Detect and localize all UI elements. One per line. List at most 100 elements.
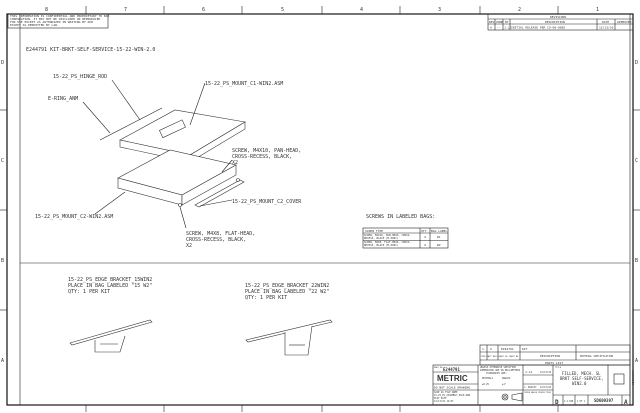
drawing-text: BRKT SELF-SERVICE, xyxy=(560,376,603,381)
drawing-text: E244791 xyxy=(501,347,514,351)
drawing-text: PART NO xyxy=(434,366,443,369)
bracket-22win2: 15-22_PS_EDGE_BRACKET_22WIN2 PLACE IN BA… xyxy=(245,283,333,356)
parts-list: 1 2 E244791 KIT ITEM NO QTY REQ'D PART O… xyxy=(479,344,631,366)
drawing-text: WIN2.0 xyxy=(572,381,587,386)
revision-letter: A xyxy=(624,399,628,406)
drawing-text: 1:1.500 xyxy=(564,400,574,403)
callout-screw-pan: SCREW, M4X10, PAN-HEAD, CROSS-RECESS, BL… xyxy=(232,148,301,166)
drawing-text: 15-22_PS_ASSEMBLY_PACK.DRW xyxy=(434,394,471,397)
zone-a: A xyxy=(1,358,4,364)
drawing-text: 2 xyxy=(490,347,492,351)
drawing-text: QTY: 1 PER KIT xyxy=(245,295,287,301)
callout-screw-flat: SCREW, M4X8, FLAT-HEAD, CROSS-RECESS, BL… xyxy=(186,231,255,249)
drawing-text: -- xyxy=(497,26,501,30)
drawing-text: MATERIAL SPECIFICATION xyxy=(580,354,614,358)
drawing-text: PARTS LIST xyxy=(545,361,563,365)
zone-5: 5 xyxy=(281,7,284,13)
drawing-text: 12/13/10 14:03 xyxy=(434,400,454,403)
drawing-text: SAVE AS FILE NAME xyxy=(434,391,458,394)
drawing-text: THIS INFORMATION IS CONFIDENTIAL AND PRO… xyxy=(10,14,110,18)
zone-d: D xyxy=(1,60,4,66)
callout-mount-c2-cover: 15-22_PS_MOUNT_C2_COVER xyxy=(232,199,302,205)
drawing-text: 4 xyxy=(424,235,426,239)
drawing-text: D xyxy=(555,399,559,406)
drawing-text: J.LI xyxy=(525,370,532,374)
title-block: PART NO E244791 METRIC DO NOT SCALE DRAW… xyxy=(432,364,635,406)
zone-2: 2 xyxy=(518,7,521,13)
drawing-text: BAG LABEL xyxy=(431,229,447,233)
zone-d-right: D xyxy=(635,60,638,66)
drawing-text: DESCRIPTION xyxy=(540,354,560,358)
hinge-rod xyxy=(99,107,163,141)
inner-border xyxy=(19,13,631,406)
drawing-text: DATE xyxy=(602,20,609,24)
drawing-text: ANGLES xyxy=(502,377,511,380)
mount-c2-cover xyxy=(194,179,245,208)
callout-mount-c1: 15-22_PS_MOUNT_C1-WIN2.ASM xyxy=(205,81,283,87)
zone-8: 8 xyxy=(45,7,48,13)
drawing-text: DECIMALS xyxy=(482,377,494,380)
drawing-text: CROSS-RECESS, BLACK, xyxy=(232,154,292,160)
zone-c-right: C xyxy=(635,158,638,164)
drawing-text: TITLE xyxy=(555,367,562,369)
zone-c: C xyxy=(1,158,4,164)
drawing-text: ±0.25 xyxy=(482,383,490,386)
part-number: E244791 xyxy=(443,367,460,372)
drawing-text: UNLESS OTHERWISE SPECIFIED xyxy=(480,366,517,369)
projection-symbol-icon xyxy=(501,392,523,402)
rev-row: A xyxy=(490,26,492,30)
exploded-assembly-view xyxy=(82,79,246,229)
drawing-text: ±1° xyxy=(502,383,507,386)
zone-b: B xyxy=(1,258,4,264)
drawing-text: SCREW, M4X10, PAN-HEAD, xyxy=(232,148,301,154)
drawing-text: 1 OF 1 xyxy=(577,400,586,403)
drawing-text: PART OR IDENT NO xyxy=(499,355,519,358)
drawing-text: SCREW, M4X8, FLAT-HEAD, xyxy=(186,231,255,237)
callout-hinge-rod: 15-22_PS_HINGE_ROD xyxy=(53,74,107,80)
zone-b-right: B xyxy=(635,258,638,264)
callout-mount-c2: 15-22_PS_MOUNT_C2-WIN2.ASM xyxy=(35,214,113,220)
drawing-text: PLACE IN BAG LABELED "15 W2" xyxy=(68,283,152,289)
zone-markers: 8 7 6 5 4 3 2 1 D C B A D C B A xyxy=(0,6,640,412)
drawing-text: DO NOT SCALE DRAWING xyxy=(434,386,470,390)
drawing-text: BY xyxy=(505,20,509,24)
drawing-text: #2 xyxy=(437,243,441,247)
drawing-text: FOR USE EXCEPT AS AUTHORIZED IN WRITING … xyxy=(10,20,93,24)
drawing-text: J.LI xyxy=(504,26,511,30)
drawing-text: DIMENSIONS ARE IN MILLIMETERS xyxy=(480,369,521,372)
drawing-text: QTY REQ'D xyxy=(488,356,500,358)
drawing-text: 12/13/10 xyxy=(540,386,552,389)
proprietary-note: THIS INFORMATION IS CONFIDENTIAL AND PRO… xyxy=(7,13,110,29)
callout-ering: E-RING_ANM xyxy=(48,96,78,102)
drawing-text: CORPORATION. IT MAY NOT BE DISCLOSED OR … xyxy=(10,17,101,21)
drawing-text: KIT xyxy=(522,347,528,351)
drawing-text: SCREW TYPE xyxy=(365,229,383,233)
drawing-text: CROSS-RECESS, BLACK, xyxy=(186,237,246,243)
drawing-text: QTY: 1 PER KIT xyxy=(68,289,110,295)
drawing-text: TOLERANCES ARE: xyxy=(486,372,507,375)
drawing-text: ZONE xyxy=(496,20,503,24)
metric-label: METRIC xyxy=(437,374,468,383)
drawing-text: EXCEPT AS PERMITTED BY LAW. xyxy=(10,23,59,27)
drawing-text: X2 xyxy=(186,243,192,249)
drawing-text: REVISIONS xyxy=(550,15,566,19)
drawing-text: SCREWS IN LABELED BAGS: xyxy=(366,214,435,220)
revisions-table: REVISIONS REV ZONE BY DESCRIPTION DATE A… xyxy=(487,13,634,31)
drawing-text: X2 xyxy=(232,160,238,166)
screw-row-1: SCREW, M4X10, PAN-HEAD, CROSS-RECESS, BL… xyxy=(364,233,411,240)
zone-7: 7 xyxy=(124,7,127,13)
bracket-15win2: 15-22_PS_EDGE_BRACKET_15WIN2 PLACE IN BA… xyxy=(68,277,153,353)
drawing-title-line: E244791 KIT-BRKT-SELF-SERVICE-15-22-WIN-… xyxy=(26,47,155,53)
drawing-text: 15-22_PS_EDGE_BRACKET_22WIN2 xyxy=(245,283,329,289)
zone-3: 3 xyxy=(438,7,441,13)
drawing-text: PLACE IN BAG LABELED "22 W2" xyxy=(245,289,329,295)
drawing-text: ITEM NO xyxy=(481,356,490,358)
zone-a-right: A xyxy=(635,358,638,364)
drawing-text: DESCRIPTION xyxy=(545,20,565,24)
drawing-text: APPROVED xyxy=(617,20,632,24)
drawing-text: INITIAL RELEASE PER CO-00-0082 xyxy=(511,26,565,30)
drawing-text: 4 xyxy=(424,243,426,247)
zone-1: 1 xyxy=(596,7,599,13)
drawing-text: THIRD ANGLE PROJECTION xyxy=(524,391,551,394)
